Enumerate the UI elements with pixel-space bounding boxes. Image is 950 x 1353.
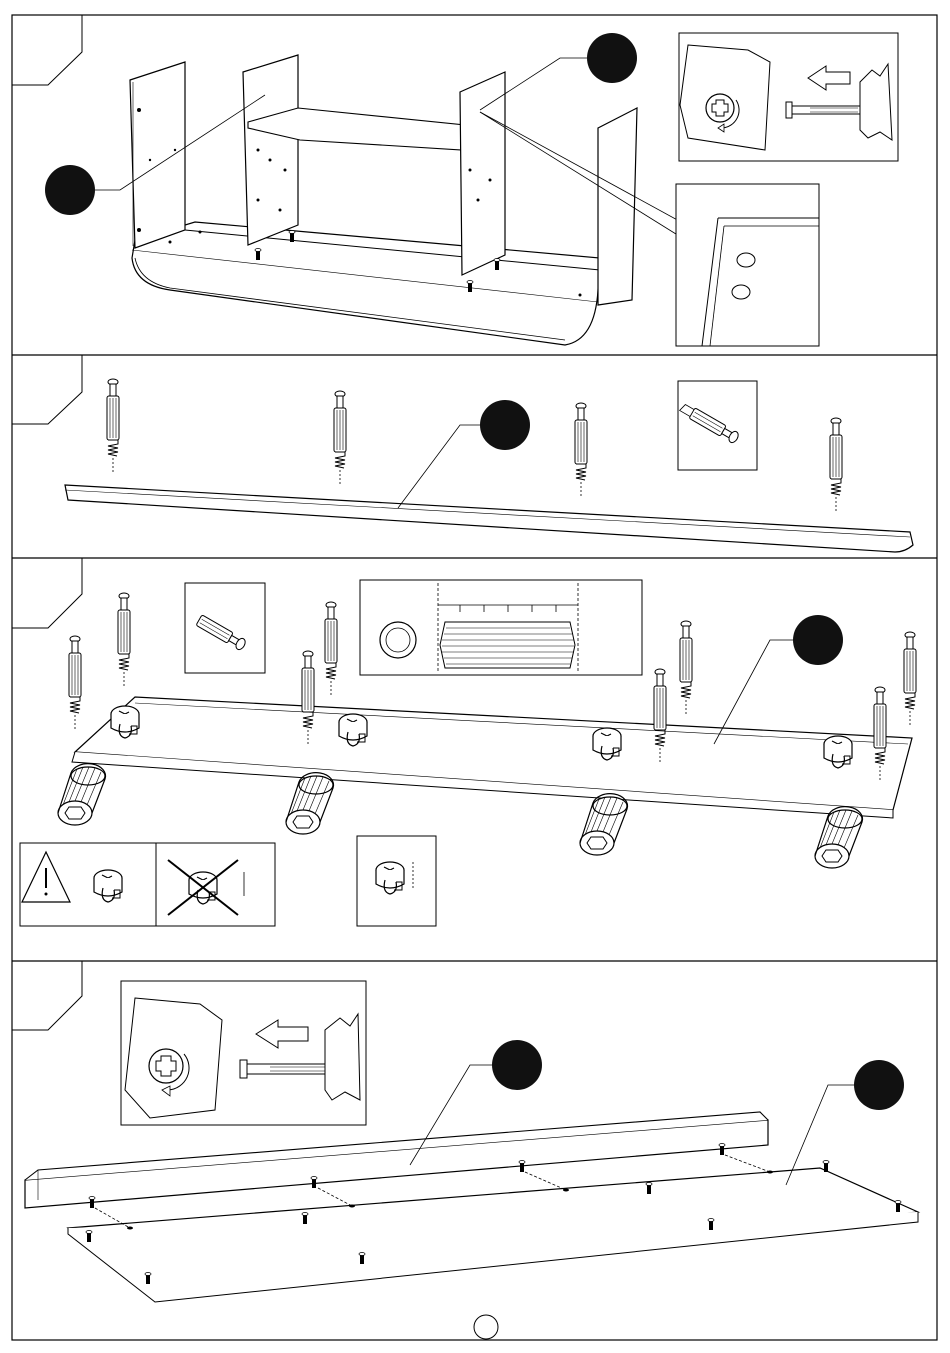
screw-direction-detail bbox=[121, 981, 366, 1125]
left-side-panel bbox=[130, 62, 185, 248]
part-callout bbox=[480, 400, 530, 450]
part-callout bbox=[587, 33, 637, 83]
cam-bolt-detail bbox=[678, 381, 757, 470]
page-number-circle bbox=[474, 1315, 498, 1339]
cam-lock-correct bbox=[357, 836, 436, 926]
dowel-detail bbox=[360, 580, 642, 675]
cam-lock-warning bbox=[20, 843, 156, 926]
part-callout bbox=[854, 1060, 904, 1110]
pre-drilled-holes-detail bbox=[676, 184, 819, 346]
inner-divider-right bbox=[460, 72, 505, 275]
cam-bolt-detail bbox=[185, 583, 265, 673]
inner-divider-left bbox=[243, 55, 298, 245]
screw-direction-detail bbox=[679, 33, 898, 161]
part-callout bbox=[793, 615, 843, 665]
cam-lock-wrong bbox=[156, 843, 275, 926]
part-callout bbox=[45, 165, 95, 215]
part-callout bbox=[492, 1040, 542, 1090]
